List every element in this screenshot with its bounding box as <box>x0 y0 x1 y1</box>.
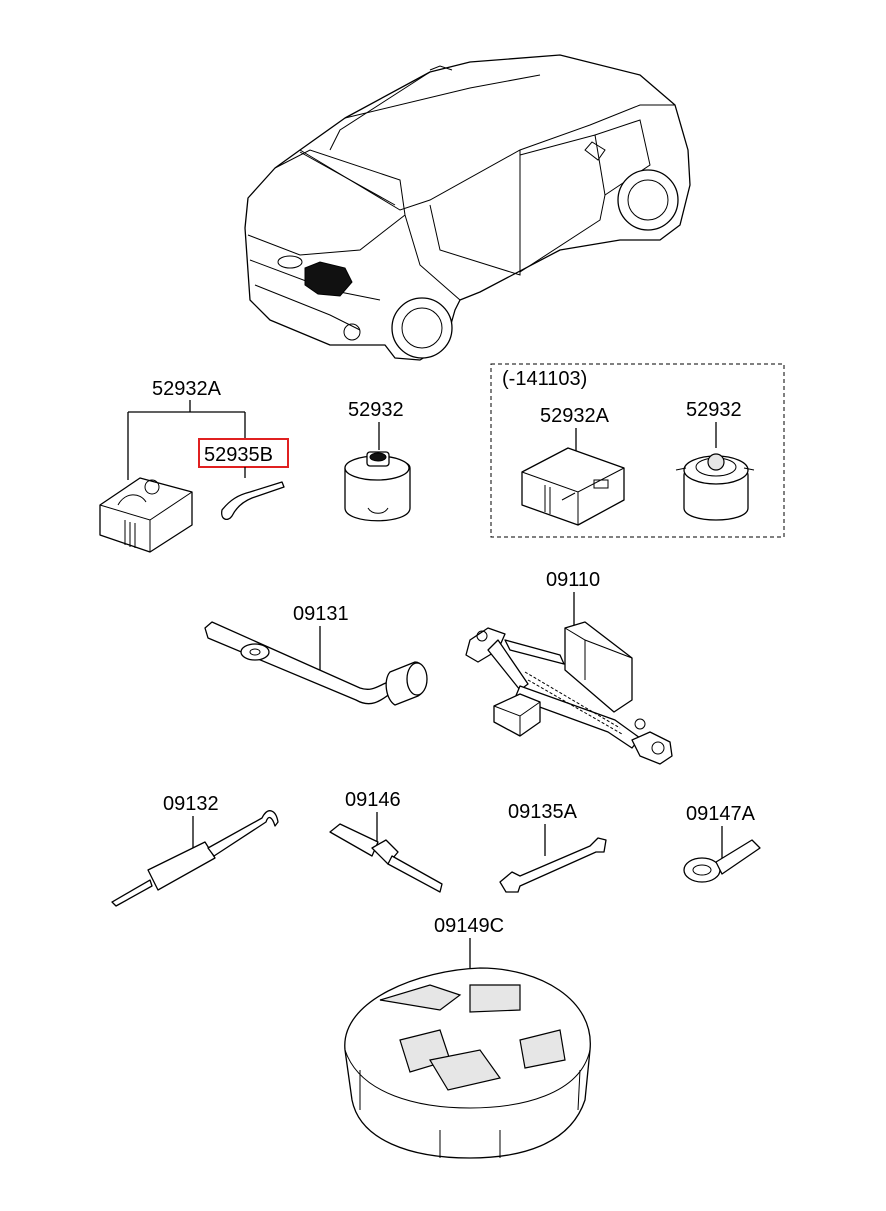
variant-compressor-kit[interactable] <box>521 447 625 526</box>
compressor-kit-part[interactable]: 52932A <box>99 378 246 553</box>
hose-label: 52935B <box>204 444 273 466</box>
tow-hook-part[interactable]: 09147A <box>683 803 761 883</box>
sealant-bottle-label: 52932 <box>348 399 404 421</box>
sealant-bottle-part[interactable]: 52932 <box>344 399 411 522</box>
variant-note: (-141103) <box>502 368 587 390</box>
lug-wrench-label: 09131 <box>293 603 349 625</box>
spanner-label: 09135A <box>508 801 578 823</box>
tool-tray-part[interactable]: 09149C <box>344 915 591 1159</box>
variant-box: (-141103) 52932A 52932 <box>490 363 785 538</box>
jack-label: 09110 <box>546 569 600 591</box>
variant-sealant-bottle[interactable] <box>675 453 755 521</box>
screwdriver-label: 09146 <box>345 789 401 811</box>
variant-kit-label: 52932A <box>540 405 610 427</box>
scissor-jack-part[interactable]: 09110 <box>465 569 673 765</box>
jack-handle-part[interactable]: 09132 <box>111 793 279 907</box>
spanner-part[interactable]: 09135A <box>499 801 607 893</box>
lug-wrench-part[interactable]: 09131 <box>204 603 428 706</box>
screwdriver-part[interactable]: 09146 <box>329 789 443 893</box>
hose-part[interactable]: 52935B <box>198 438 289 521</box>
tool-tray-label: 09149C <box>434 915 504 937</box>
highlight-box <box>198 438 289 468</box>
tow-hook-label: 09147A <box>686 803 756 825</box>
jack-handle-label: 09132 <box>163 793 219 815</box>
variant-bottle-label: 52932 <box>686 399 742 421</box>
vehicle-illustration <box>244 54 691 361</box>
compressor-kit-label: 52932A <box>152 378 222 400</box>
